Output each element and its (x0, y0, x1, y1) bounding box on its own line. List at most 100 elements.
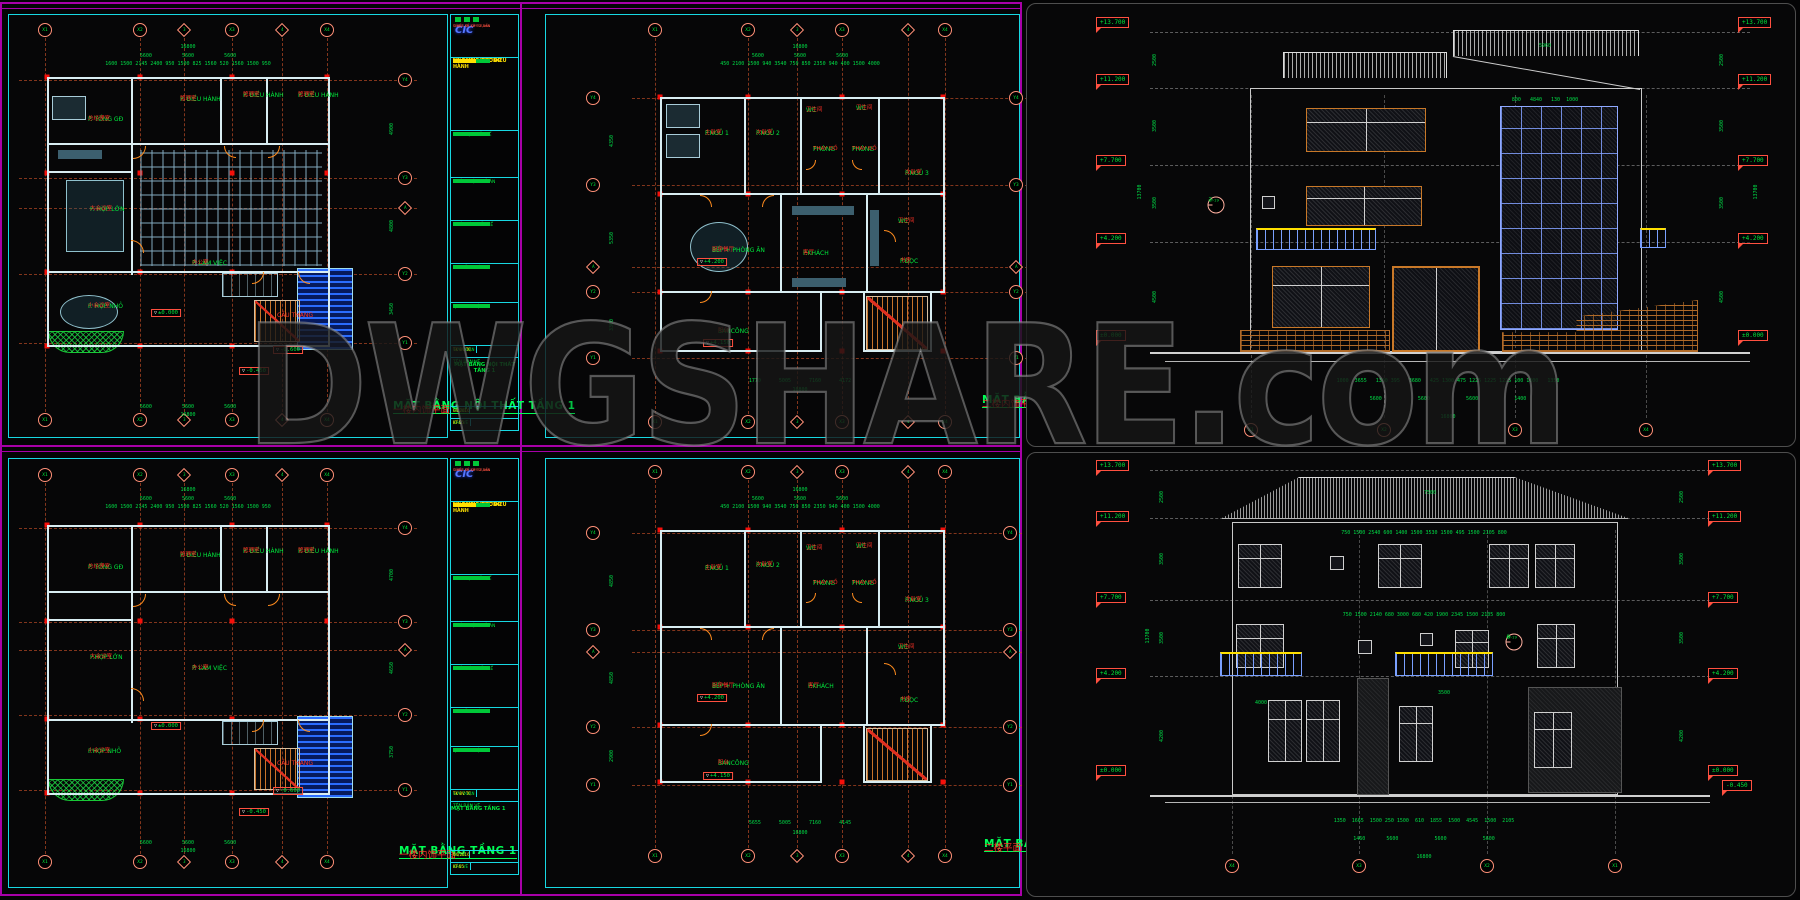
level-flag: +11.200 (1096, 74, 1130, 90)
grid-axis-bubble: X4 (320, 468, 334, 482)
grid-centerline (140, 483, 141, 854)
grid-centerline (908, 38, 909, 414)
room-name: P.NGỦ 3 (905, 170, 929, 177)
dimension-text: 3500 (1159, 552, 1165, 566)
wall-line (780, 193, 782, 293)
dimension-text: 2500 (1679, 490, 1685, 504)
dimension-text: 16800 (180, 44, 196, 50)
room-name: P.HỌP LỚN (90, 654, 123, 661)
wall-line (220, 77, 222, 145)
room-name-cn: 卫生间 (806, 107, 823, 113)
grid-axis-bubble: X3 (1352, 859, 1366, 873)
room-name: P. ĐIỀU HÀNH (180, 552, 221, 559)
grid-axis-bubble: X1 (38, 855, 52, 869)
wcblk-symbol (222, 273, 278, 297)
wall-line (220, 525, 222, 593)
roof-element (1283, 52, 1447, 78)
titleblock-cell: HỒ SƠ (451, 851, 470, 858)
title-block-box: QL KỸ THUẬT (450, 746, 519, 790)
level-flag: ±0.000 (1096, 765, 1126, 781)
grid-axis-bubble: X3 (1508, 423, 1522, 437)
dimension-text: 2500 (1159, 490, 1165, 504)
grid-centerline (632, 358, 1028, 359)
grid-axis-bubble: X3 (225, 855, 239, 869)
dimension-text: 4700 (389, 568, 395, 582)
drawing-title-vi: MẶT BẰNG TẦNG 1 (399, 845, 517, 859)
grid-axis-bubble: X4 (938, 849, 952, 863)
dimension-text: 5655 5005 7160 4145 (748, 820, 852, 826)
callout-text: 8 (1506, 634, 1510, 643)
room-name: P. HỌP LỚN (90, 206, 125, 213)
wcblk-symbol (222, 721, 278, 745)
wall-line (47, 525, 49, 795)
oval-symbol (60, 295, 118, 329)
wall-line (780, 626, 782, 726)
grid-axis-bubble: Y2 (1009, 285, 1023, 299)
dimension-text: 4000 (1254, 700, 1268, 706)
grid-axis-bubble: Y4 (586, 526, 600, 540)
grid-centerline (632, 533, 1022, 534)
grid-node-marker (839, 779, 845, 785)
room-name: BẾP + PHÒNG ĂN (712, 683, 765, 690)
dimension-text: 16800 (180, 487, 196, 493)
sqw-element (1420, 633, 1433, 646)
room-name: PHÒNG (813, 580, 835, 587)
planter-symbol (48, 779, 124, 801)
sofa-symbol (792, 278, 846, 287)
grid-centerline (842, 480, 843, 848)
level-marker: -0.600 (273, 346, 303, 354)
grid-centerline (945, 480, 946, 848)
grid-centerline (19, 622, 417, 623)
dimension-text: 3500 (1719, 119, 1725, 133)
signature-bar (453, 709, 490, 713)
wall-line (131, 525, 133, 723)
grid-centerline (632, 785, 1022, 786)
dimension-text: 16800 (792, 44, 808, 50)
owin-element (1306, 108, 1426, 152)
room-name-cn: 客厅 (808, 683, 820, 689)
grid-axis-bubble: X1 (38, 23, 52, 37)
dimension-text: 4500 (1719, 290, 1725, 304)
dimension-text: 1600 1500 2145 2400 950 1500 825 1560 52… (105, 61, 271, 67)
title-block-box: ĐƠN VỊ THIẾT KẾ (450, 130, 519, 178)
room-name: P.NGỦ 1 (705, 565, 729, 572)
level-marker: -0.450 (239, 808, 269, 816)
level-marker: +4.150 (703, 772, 733, 780)
grid-axis-bubble: X3 (835, 849, 849, 863)
room-name-cn: 卫生间 (898, 644, 915, 650)
stage-cell: GIAI ĐOẠN (451, 346, 478, 353)
dimension-text: 5600 5600 5600 (139, 53, 237, 59)
room-name-cn: 主卧室 (705, 565, 722, 571)
dimension-text: 4800 (389, 219, 395, 233)
grid-centerline (45, 483, 46, 854)
wall-line (660, 726, 662, 783)
room-name: P. LÀM VIỆC (192, 260, 228, 267)
wall-line (660, 350, 822, 352)
sqw-element (1358, 640, 1372, 654)
stairs-symbol (866, 728, 928, 781)
grid-axis-bubble: X3 (225, 413, 239, 427)
grid-axis-bubble: X1 (648, 849, 662, 863)
room-name-cn: THAY ĐỒ (852, 580, 877, 586)
wall-line (47, 143, 330, 145)
dimension-text: 3750 (389, 745, 395, 759)
bed-symbol (666, 104, 700, 128)
room-name: WC (806, 107, 817, 114)
grid-axis-bubble: X4 (1639, 423, 1653, 437)
gline-element (1150, 352, 1750, 354)
grid-axis-bubble: X4 (938, 23, 952, 37)
dimension-text: 13700 (1145, 628, 1151, 644)
room-name-cn: 管理室 (243, 548, 260, 554)
dimension-text: 4500 (1152, 290, 1158, 304)
level-marker: +4.200 (697, 258, 727, 266)
wall-line (660, 193, 945, 195)
wall-line (266, 525, 268, 593)
grid-axis-bubble: X3 (835, 23, 849, 37)
level-flag: +4.200 (1096, 233, 1126, 249)
grid-centerline (19, 650, 417, 651)
grid-axis-bubble: X3 (835, 465, 849, 479)
